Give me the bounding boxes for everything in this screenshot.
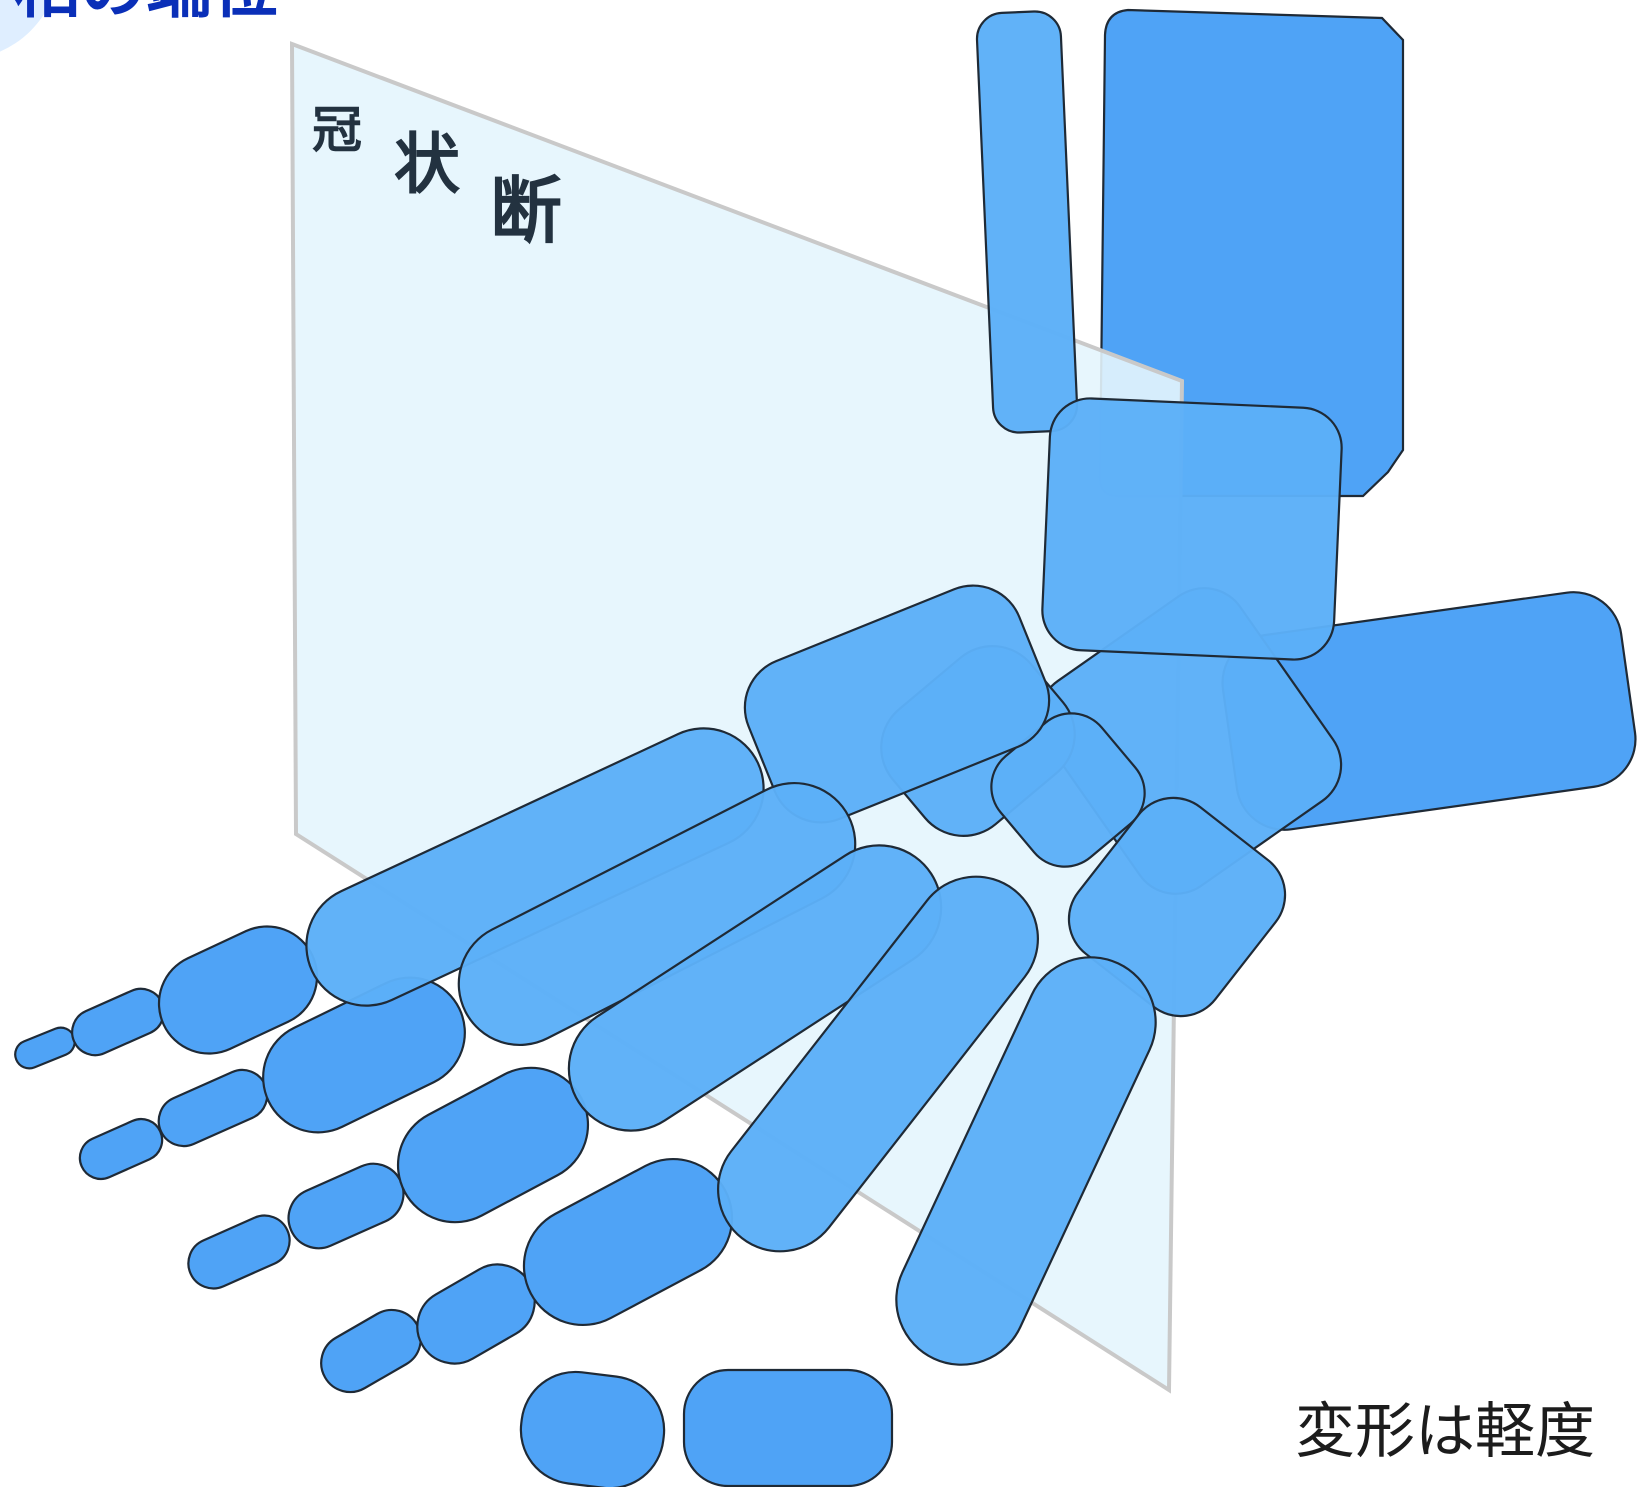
phalanx-bone bbox=[519, 1370, 666, 1487]
phalanx-bone bbox=[71, 987, 165, 1057]
deformity-note: 変形は軽度 bbox=[1295, 1397, 1595, 1467]
metatarsal-bone bbox=[717, 875, 1039, 1253]
phalanx-bone bbox=[14, 1026, 76, 1070]
phalanx-bone bbox=[682, 1368, 894, 1487]
phalanx-bone bbox=[187, 1214, 291, 1290]
phalanx-bone bbox=[157, 1068, 269, 1148]
plane-label-char: 状 bbox=[394, 125, 461, 203]
toe-3-phalanges bbox=[187, 1066, 590, 1290]
phalanx-bone bbox=[78, 1117, 164, 1181]
toe-4-phalanges bbox=[78, 976, 466, 1181]
metatarsal-bone bbox=[895, 956, 1157, 1366]
talus-bone bbox=[1041, 397, 1343, 661]
phalanx-bone bbox=[262, 976, 466, 1134]
bones-front bbox=[305, 10, 1343, 1366]
corner-badge-icon bbox=[0, 0, 52, 52]
toe-5-phalanges bbox=[14, 925, 319, 1070]
toe-1-phalanges bbox=[519, 1368, 894, 1487]
phalanx-bone bbox=[320, 1308, 422, 1394]
coronal-plane-label: 冠 状 断 bbox=[312, 100, 562, 253]
fibula-bone bbox=[975, 10, 1079, 434]
page-title: 相の端位 bbox=[14, 0, 278, 27]
phalanx-bone bbox=[287, 1162, 405, 1250]
metatarsal-bone bbox=[567, 844, 943, 1132]
plane-label-char: 断 bbox=[490, 168, 562, 253]
metatarsal-bone bbox=[743, 584, 1051, 824]
plane-label-char: 冠 bbox=[312, 100, 362, 159]
toe-2-phalanges bbox=[320, 1157, 734, 1394]
